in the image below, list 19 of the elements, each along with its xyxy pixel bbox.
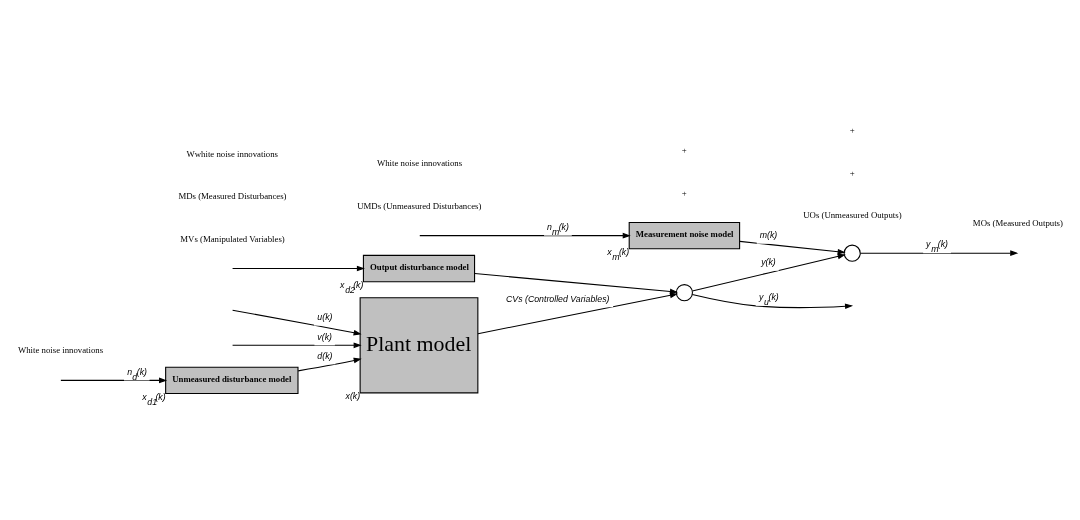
- node-label: x(k): [345, 390, 361, 401]
- label: +: [681, 144, 687, 155]
- edge-label: m(k): [759, 229, 778, 240]
- edge-label: u(k): [317, 311, 333, 322]
- edge-label: y(k): [761, 256, 776, 267]
- label: White noise innovations: [17, 344, 104, 355]
- edge-label: CVs (Controlled Variables): [506, 293, 610, 304]
- label: White noise innovations: [376, 157, 463, 168]
- label: Wwhite noise innovations: [186, 148, 279, 159]
- label: UMDs (Unmeasured Disturbances): [357, 200, 482, 211]
- label: UOs (Unmeasured Outputs): [803, 209, 902, 220]
- label: MDs (Measured Disturbances): [178, 190, 287, 201]
- label: +: [681, 187, 687, 197]
- edge-label: d(k): [317, 350, 333, 361]
- label: MOs (Measured Outputs): [972, 217, 1063, 228]
- label: MVs (Manipulated Variables): [180, 233, 285, 244]
- label: +: [849, 167, 855, 178]
- label: +: [849, 124, 855, 135]
- edge-label: v(k): [317, 331, 332, 342]
